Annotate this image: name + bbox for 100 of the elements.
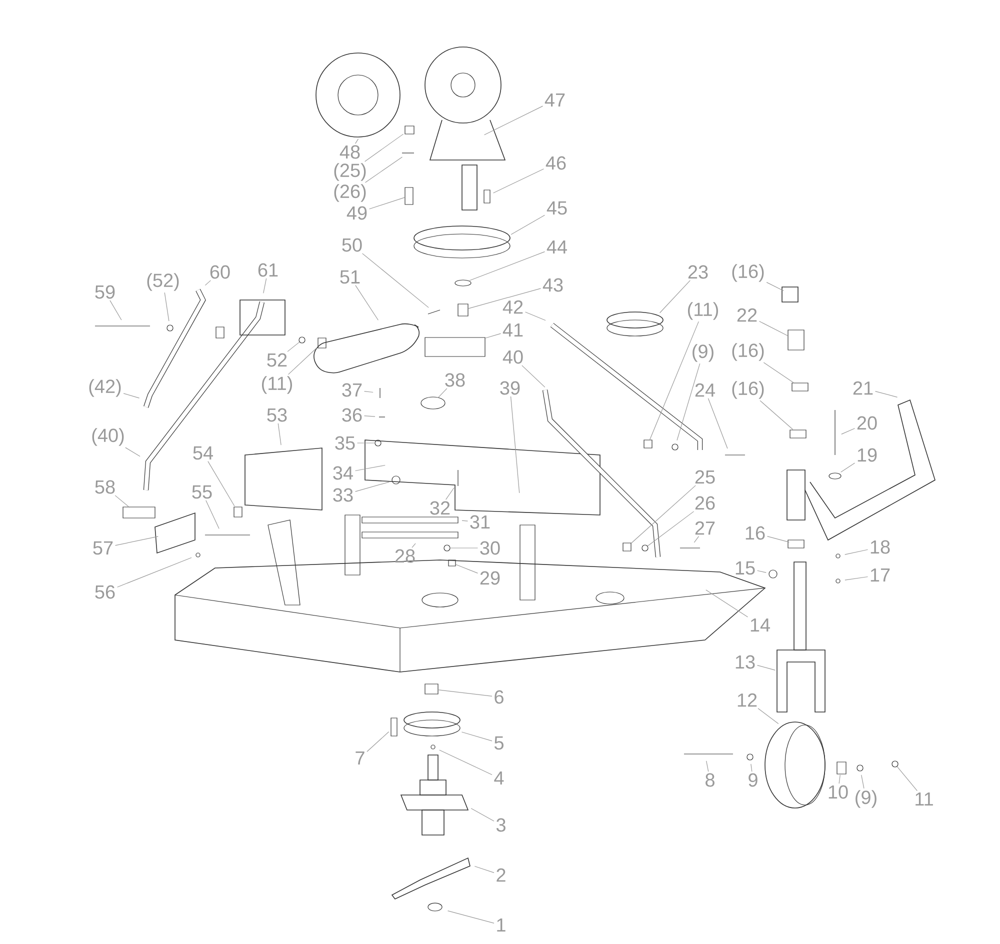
callout-number: 5 [494,736,504,750]
callout-number: 59 [95,285,115,299]
leader-line [763,362,794,384]
callout-number: 43 [542,278,563,292]
leader-line [365,156,403,183]
callout-number: 12 [738,693,757,707]
washer [298,336,306,344]
callout-number: 20 [857,416,877,430]
leader-line [447,910,494,924]
leader-line [287,342,300,352]
leader-line [278,423,282,446]
leader-line [354,482,390,492]
callout-number: 37 [342,383,362,397]
callout-number: 57 [93,541,113,555]
callout-number: (42) [89,379,121,397]
leader-line [364,416,376,417]
leader-line [510,214,546,235]
leader-line [750,764,752,772]
leader-line [841,428,856,434]
callout-number: 13 [736,655,755,669]
leader-line [204,280,211,286]
leader-line [470,808,494,822]
callout-number: 49 [346,206,367,220]
leader-line [123,393,140,398]
leader-line [438,690,492,696]
callout-number: 56 [95,585,115,599]
leader-line [838,774,840,784]
leader-line [114,495,130,508]
leader-line [485,333,502,338]
callout-number: (26) [334,184,366,202]
leader-line [756,665,776,670]
nut [892,760,898,768]
callout-number: 21 [853,381,873,395]
leader-line [468,288,542,309]
leader-line [896,766,918,792]
leader-line [706,760,709,772]
callout-number: (9) [692,344,714,362]
callout-number: 23 [688,265,708,279]
callout-number: (16) [732,381,764,399]
callout-number: 10 [828,785,848,799]
leader-line [362,253,429,308]
callout-number: 60 [210,265,230,279]
leader-line [355,285,378,320]
callout-number: 18 [870,540,890,554]
leader-line [206,500,220,529]
leader-line [364,134,404,162]
callout-number: 51 [340,270,360,284]
leader-line [356,442,375,444]
callout-number: 22 [737,308,757,322]
callout-number: 31 [470,515,490,529]
leader-line [446,487,454,500]
leader-line [263,278,267,294]
leader-line [439,750,492,776]
leader-line [354,464,386,472]
callout-number: (11) [262,376,292,394]
callout-number: (11) [688,302,718,320]
leader-line [694,536,700,543]
callout-number: 39 [500,381,520,395]
callout-number: (52) [147,273,179,291]
leader-line [649,321,699,440]
leader-line [766,282,784,292]
leader-line [844,576,868,580]
callout-number: 8 [706,773,714,787]
callout-number: 7 [356,751,364,765]
callout-number: 46 [546,156,566,170]
callout-number: 9 [748,773,758,787]
leader-line [484,106,544,136]
leader-line [288,347,318,375]
leader-line [438,388,448,398]
callout-number: 45 [546,201,567,215]
callout-number: 47 [544,93,565,107]
callout-number: 16 [746,526,765,540]
leader-line [874,391,898,398]
callout-number: (40) [92,428,124,446]
leader-line [660,280,690,314]
callout-number: 38 [445,373,465,387]
leader-line [461,732,492,742]
callout-number: 28 [395,549,415,563]
callout-number: 24 [695,383,716,397]
leader-line [114,536,158,546]
callout-number: 15 [736,561,755,575]
callout-number: 41 [502,323,523,337]
leader-line [708,398,728,449]
callout-number: 48 [340,145,360,159]
callout-number: 1 [497,918,506,932]
leader-line [756,570,766,573]
leader-line [861,774,864,789]
callout-number: (16) [732,343,764,361]
leader-line [760,400,794,430]
callout-number: 50 [342,238,362,252]
leader-line [524,312,546,321]
leader-line [522,365,546,388]
leader-line [412,543,416,548]
nut [644,440,652,448]
nut [622,542,632,552]
washer [444,544,450,552]
gasket [424,337,486,357]
leader-line [164,292,170,322]
callout-number: 42 [502,300,523,314]
sleeve [458,304,468,316]
